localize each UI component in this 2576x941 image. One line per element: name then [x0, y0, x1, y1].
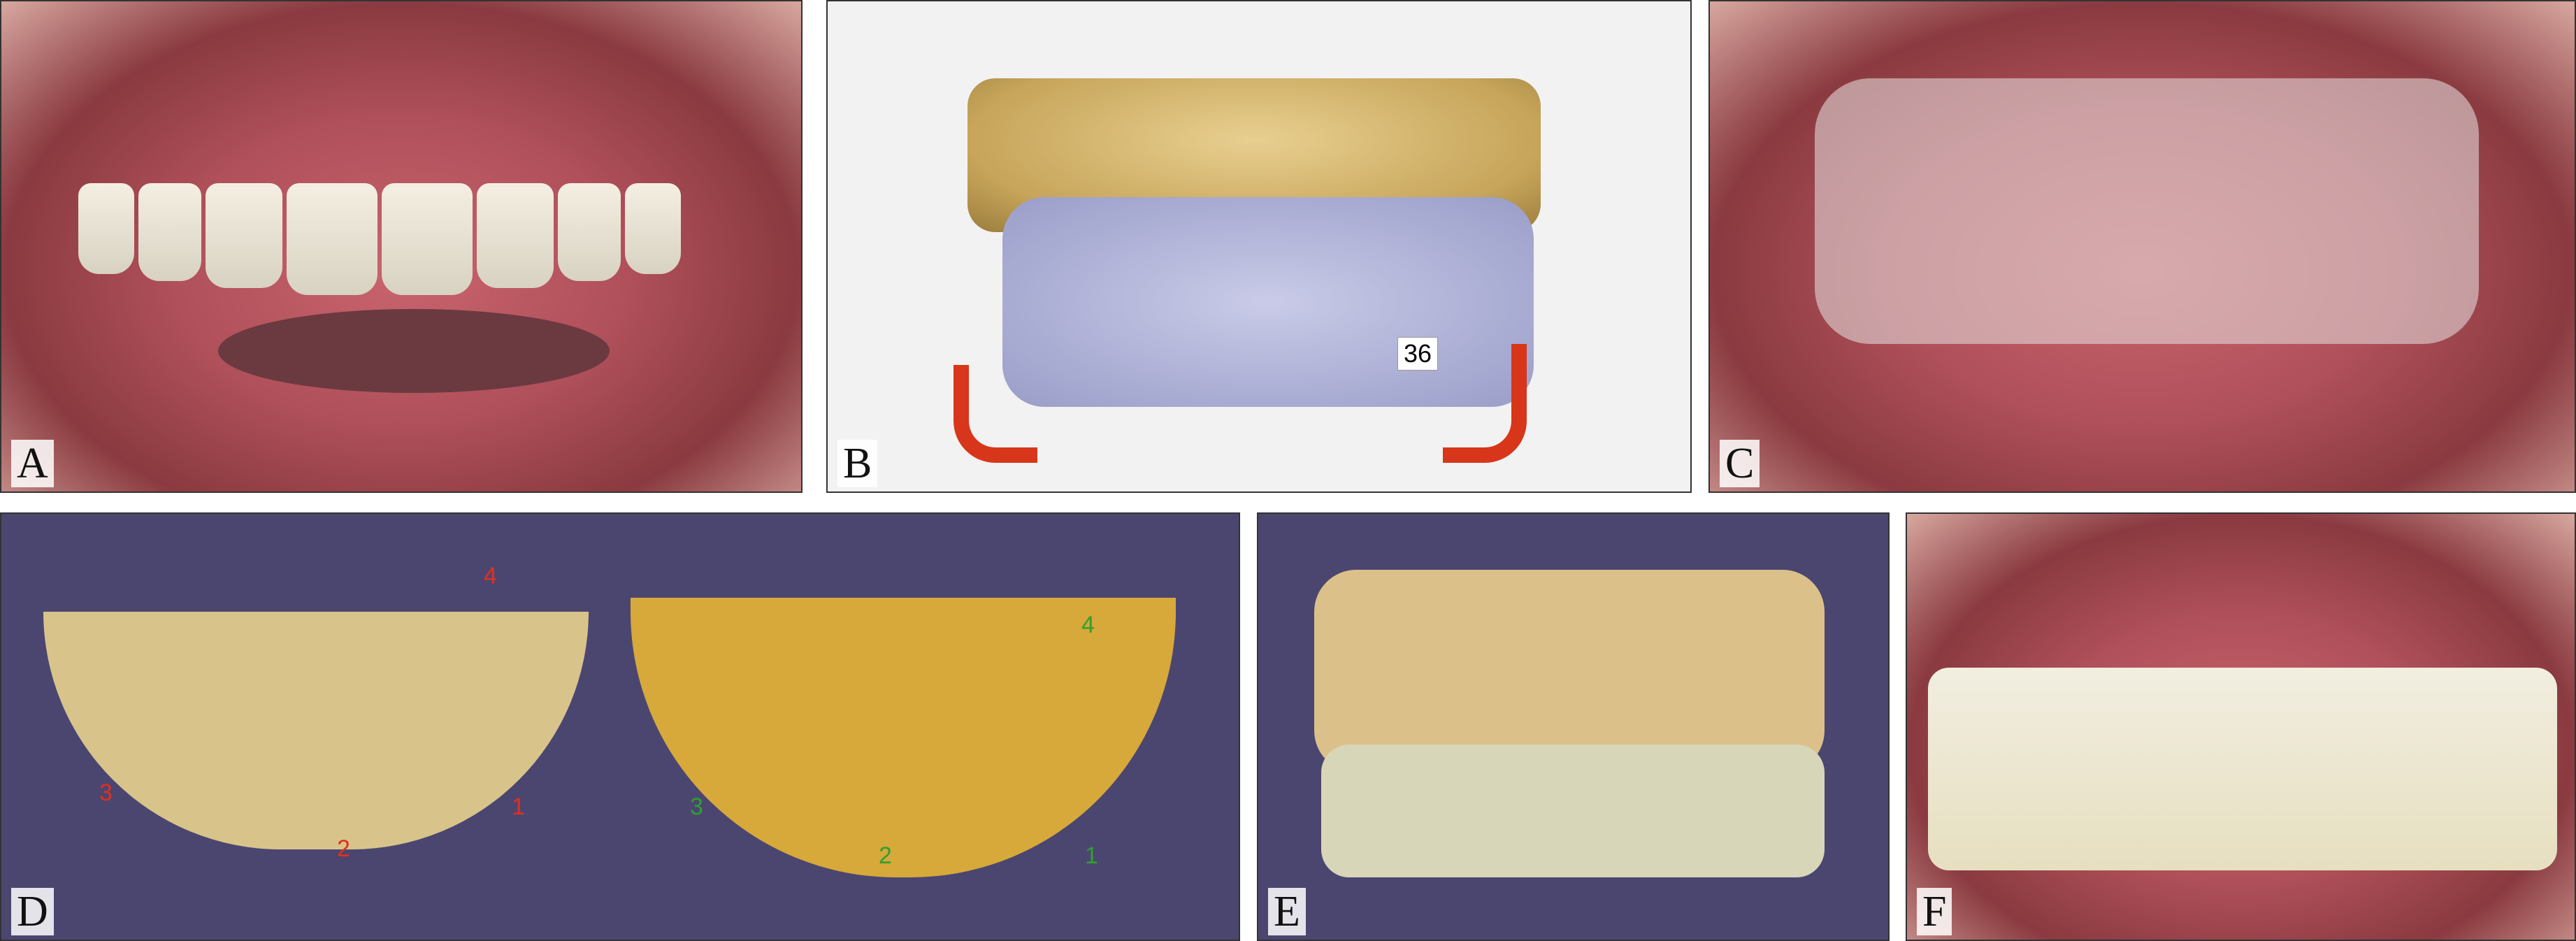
panel-label: E — [1268, 887, 1306, 935]
upper-teeth — [78, 183, 681, 295]
marker-red-3: 3 — [99, 780, 113, 806]
marker-red-4: 4 — [484, 563, 497, 589]
panel-f-final-prosthesis-photo: F — [1906, 512, 2576, 941]
panel-label: D — [11, 887, 54, 935]
marker-green-2: 2 — [879, 842, 892, 869]
right-arrow-icon — [1443, 344, 1527, 463]
panel-b-digital-plan: 36 B — [826, 0, 1692, 493]
left-arrow-icon — [954, 365, 1037, 463]
marker-green-4: 4 — [1081, 612, 1095, 638]
left-arch-scan — [43, 612, 589, 849]
panel-label: C — [1720, 439, 1760, 487]
open-mouth-dark — [218, 309, 610, 393]
panel-label: F — [1917, 887, 1952, 935]
marker-red-2: 2 — [337, 835, 350, 862]
panel-c-surgical-guide-photo: C — [1708, 0, 2576, 493]
surgical-guide — [1815, 78, 2479, 344]
panel-d-scan-registration: 4 3 2 1 4 3 2 1 D — [0, 512, 1240, 941]
panel-label: B — [837, 439, 878, 487]
marker-red-1: 1 — [512, 793, 525, 820]
lower-model — [1321, 745, 1825, 877]
panel-e-model-scan: E — [1257, 512, 1890, 941]
marker-green-1: 1 — [1085, 842, 1098, 869]
upper-model — [1314, 570, 1825, 773]
panel-a-intraoral-photo: A — [0, 0, 803, 493]
tooth-number-tag: 36 — [1397, 337, 1439, 371]
prosthesis-teeth — [1928, 668, 2557, 870]
marker-green-3: 3 — [690, 793, 703, 820]
right-arch-scan — [631, 598, 1176, 877]
panel-label: A — [11, 439, 54, 487]
